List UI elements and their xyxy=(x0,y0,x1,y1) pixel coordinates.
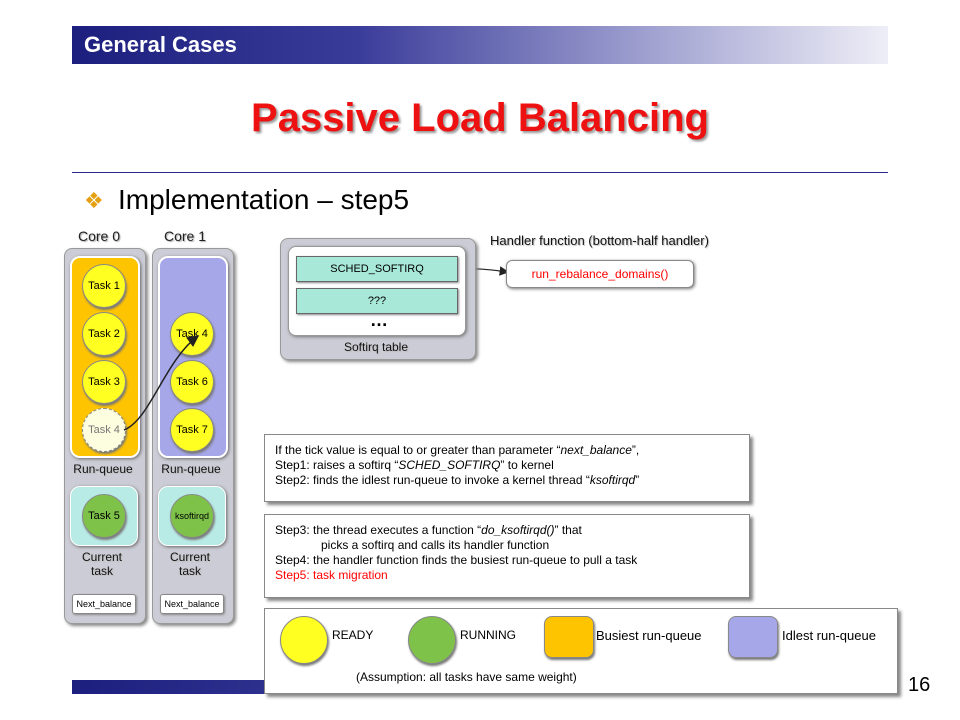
slide-title: Passive Load Balancing xyxy=(251,96,709,140)
legend-busiest-swatch xyxy=(544,616,594,658)
title-divider xyxy=(72,172,888,173)
core-1-runqueue-label: Run-queue xyxy=(161,462,221,476)
legend-ready-label: READY xyxy=(332,628,374,642)
task-2-node: Task 2 xyxy=(82,312,126,356)
core-0-next-balance: Next_balance xyxy=(72,594,136,614)
core-1-current-label: Current task xyxy=(169,550,210,578)
legend-ready-swatch xyxy=(280,616,328,664)
page-number: 16 xyxy=(908,674,931,696)
steps-box-2: Step3: the thread executes a function “d… xyxy=(264,514,750,598)
legend-idlest-swatch xyxy=(728,616,778,658)
migration-arrow xyxy=(123,335,200,431)
section-title: General Cases xyxy=(84,32,237,57)
ksoftirqd-node: ksoftirqd xyxy=(170,494,214,538)
task-4-node: Task 4 xyxy=(170,312,214,356)
core-1-next-balance: Next_balance xyxy=(160,594,224,614)
task-7-node: Task 7 xyxy=(170,408,214,452)
core-1-label: Core 1 xyxy=(164,228,207,244)
softirq-entry-unknown: ??? xyxy=(296,288,458,314)
legend-assumption: (Assumption: all tasks have same weight) xyxy=(356,670,577,684)
legend-running-swatch xyxy=(408,616,456,664)
header-bar xyxy=(72,26,888,64)
core-0-current-label: Current task xyxy=(81,550,122,578)
softirq-ellipsis: … xyxy=(370,310,388,330)
legend-busiest-label: Busiest run-queue xyxy=(596,628,702,643)
task-5-node: Task 5 xyxy=(82,494,126,538)
task-3-node: Task 3 xyxy=(82,360,126,404)
legend-running-label: RUNNING xyxy=(460,628,516,642)
core-0-runqueue-label: Run-queue xyxy=(73,462,133,476)
handler-function-box: run_rebalance_domains() xyxy=(506,260,694,288)
softirq-table-label: Softirq table xyxy=(343,340,409,354)
legend-idlest-label: Idlest run-queue xyxy=(782,628,876,643)
core-0-label: Core 0 xyxy=(78,228,121,244)
handler-function-label: Handler function (bottom-half handler) xyxy=(490,233,709,248)
diamond-bullet-icon: ❖ xyxy=(84,188,104,213)
steps-box-1: If the tick value is equal to or greater… xyxy=(264,434,750,502)
task-1-node: Task 1 xyxy=(82,264,126,308)
softirq-entry-sched: SCHED_SOFTIRQ xyxy=(296,256,458,282)
slide-subtitle: Implementation – step5 xyxy=(118,184,410,215)
task-4-migrated-ghost: Task 4 xyxy=(82,408,126,452)
task-6-node: Task 6 xyxy=(170,360,214,404)
